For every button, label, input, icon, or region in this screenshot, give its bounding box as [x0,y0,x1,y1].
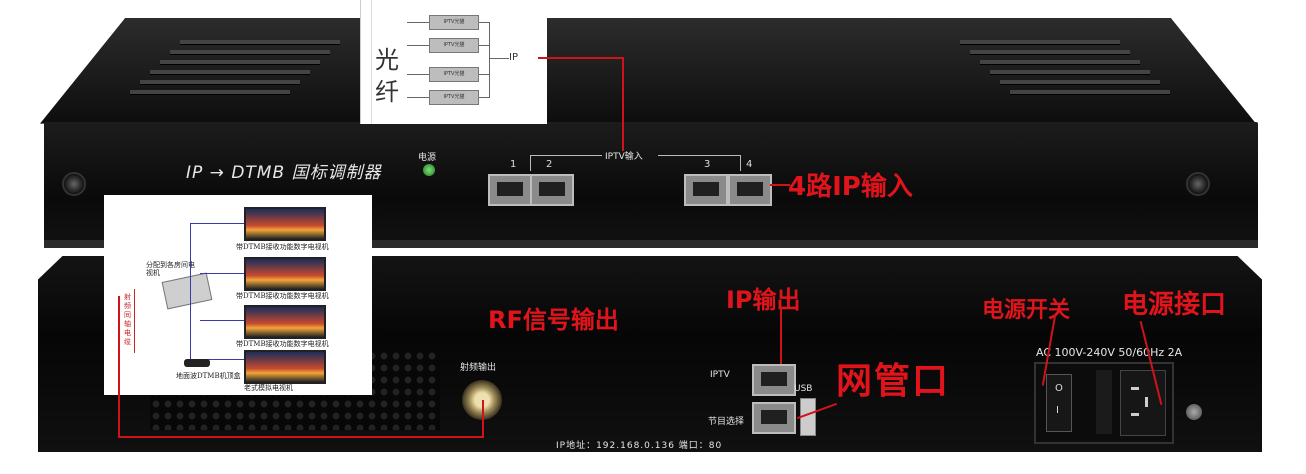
coax-label: 射频同轴电缆 [124,293,131,346]
port-number: 3 [704,159,711,170]
vent-slot [970,50,1130,55]
ip-link-line [622,57,624,151]
program-select-label: 节目选择 [708,417,745,427]
rf-cable-line [118,436,484,438]
tv-icon [244,257,326,291]
vent-slot [150,70,310,75]
annotation-management-port: 网管口 [836,361,951,402]
ground-icon [1186,404,1202,420]
annotation-power-port: 电源接口 [1122,290,1227,320]
bracket-line [530,155,602,156]
iptv-input-port-1[interactable] [488,174,532,206]
management-port[interactable] [752,402,796,434]
port-number: 2 [546,159,553,170]
bracket-line [658,155,740,156]
annotation-arrow [770,184,790,186]
power-led-icon [423,164,435,176]
rf-cable-line [482,400,484,438]
ip-link-line [538,57,624,59]
front-panel-base [44,240,1258,248]
splitter-label: 分配到各房间电视机 [146,261,195,277]
tv-icon [244,207,326,241]
vent-slot [140,80,300,85]
tv-caption: 带DTMB接收功能数字电视机 [236,292,329,300]
power-led-label: 电源 [418,153,437,163]
iptv-optical-modem: IPTV光猫 [429,90,479,105]
ip-tag: IP [509,52,518,63]
stb-label: 地面波DTMB机顶盒 [176,372,241,380]
fuse-holder [1096,370,1112,434]
fiber-label-2: 纤 [375,78,399,106]
vent-slot [170,50,330,55]
tv-caption: 带DTMB接收功能数字电视机 [236,340,329,348]
annotation-ip-output: IP输出 [726,286,801,314]
ip-address-info: IP地址：192.168.0.136 端口：80 [556,441,723,451]
iptv-optical-modem: IPTV光猫 [429,38,479,53]
annotation-rf-output: RF信号输出 [488,306,619,334]
vent-slot [160,60,320,65]
iptv-optical-modem: IPTV光猫 [429,67,479,82]
distribution-inset: 带DTMB接收功能数字电视机 带DTMB接收功能数字电视机 带DTMB接收功能数… [104,195,372,395]
screw-icon [1186,172,1210,196]
annotation-power-switch: 电源开关 [982,298,1071,323]
vent-slot [1010,90,1170,95]
usb-label: USB [794,384,813,394]
iptv-optical-modem: IPTV光猫 [429,15,479,30]
fiber-inset: 光 纤 IPTV光猫 IPTV光猫 IPTV光猫 IPTV光猫 IP [360,0,547,124]
iptv-input-port-2[interactable] [530,174,574,206]
power-inlet[interactable] [1120,370,1166,436]
fiber-label-1: 光 [375,46,399,74]
device-title: IP → DTMB 国标调制器 [186,163,382,183]
tv-icon [244,305,326,339]
annotation-arrow [780,308,782,364]
iptv-input-port-3[interactable] [684,174,728,206]
vent-slot [1000,80,1160,85]
iptv-label: IPTV [710,370,730,380]
rf-output-label: 射频输出 [460,363,497,373]
splitter-icon [161,272,213,310]
iptv-input-label: IPTV输入 [605,152,643,162]
bracket-line [530,155,531,171]
power-module: O I [1034,362,1174,444]
bracket-line [740,155,741,171]
vent-slot [130,90,290,95]
tv-icon [244,350,326,384]
vent-slot [180,40,340,45]
power-switch[interactable]: O I [1046,374,1072,432]
ac-spec-label: AC 100V-240V 50/60Hz 2A [1036,346,1183,359]
tv-caption: 带DTMB接收功能数字电视机 [236,243,329,251]
port-number: 1 [510,159,517,170]
annotation-4ip-input: 4路IP输入 [788,172,913,202]
port-number: 4 [746,159,753,170]
iptv-input-port-4[interactable] [728,174,772,206]
stb-icon [184,359,210,367]
ip-output-port[interactable] [752,364,796,396]
vent-slot [960,40,1120,45]
vent-slot [980,60,1140,65]
old-tv-caption: 老式模拟电视机 [244,384,293,392]
rf-cable-line [118,296,120,436]
screw-icon [62,172,86,196]
vent-slot [990,70,1150,75]
